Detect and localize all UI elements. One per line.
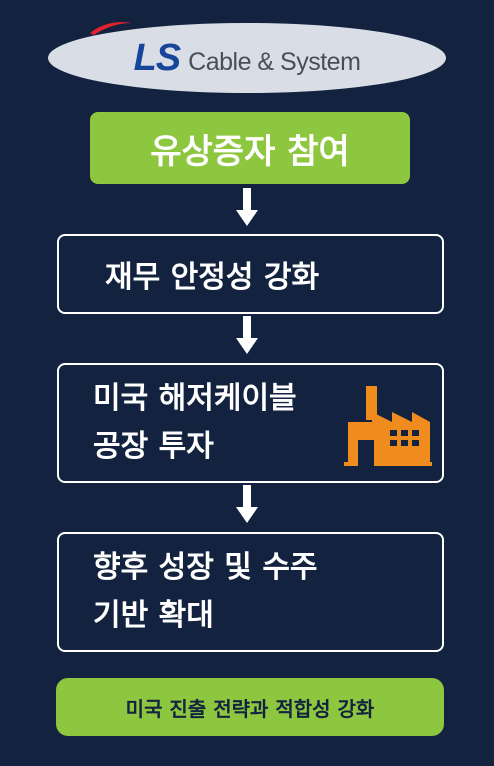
logo-tagline: Cable & System (188, 47, 361, 76)
strategy-summary-box: 미국 진출 전략과 적합성 강화 (56, 678, 444, 736)
down-arrow-icon (236, 485, 258, 523)
financial-stability-label: 재무 안정성 강화 (105, 260, 320, 295)
logo-brand: LS (133, 36, 182, 79)
financial-stability-box: 재무 안정성 강화 (57, 234, 444, 314)
factory-investment-label: 미국 해저케이블 공장 투자 (93, 381, 297, 464)
capital-increase-label: 유상증자 참여 (150, 131, 350, 172)
strategy-summary-label: 미국 진출 전략과 적합성 강화 (125, 696, 375, 721)
growth-expansion-box: 향후 성장 및 수주 기반 확대 (57, 532, 444, 652)
down-arrow-icon (236, 188, 258, 226)
logo-swoosh-icon (90, 22, 132, 35)
factory-investment-box: 미국 해저케이블 공장 투자 (57, 363, 444, 483)
down-arrow-icon (236, 316, 258, 354)
factory-icon (344, 386, 432, 466)
growth-expansion-label: 향후 성장 및 수주 기반 확대 (93, 550, 318, 633)
capital-increase-box: 유상증자 참여 (90, 112, 410, 184)
company-logo: LS Cable & System (48, 22, 446, 93)
